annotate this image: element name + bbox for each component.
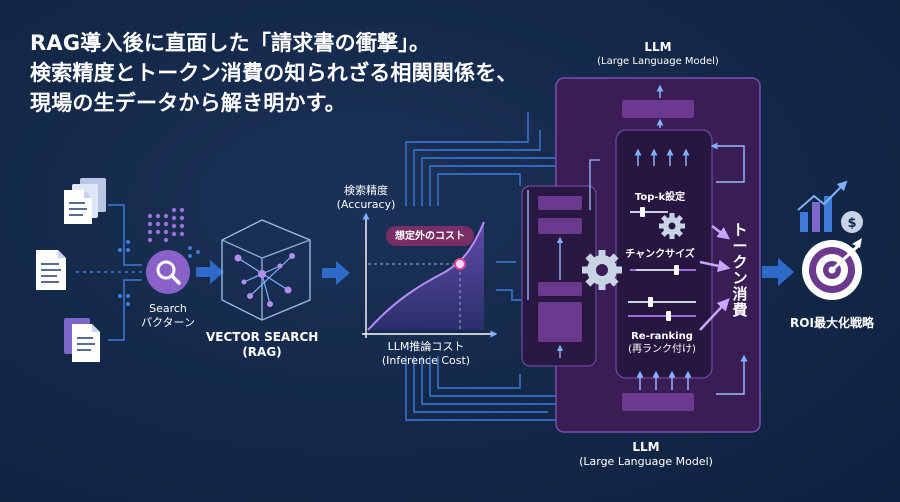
circuit-lines [405,112,600,421]
roi-label: ROI最大化戦略 [790,316,874,330]
gear-icon [659,213,685,239]
token-char: ン [732,269,748,287]
dot-matrix [118,207,200,306]
llm-bottom-line-1: LLM [632,440,660,454]
search-label-line-1: Search [149,302,187,315]
document-icon [64,318,100,362]
curve-chart [362,212,498,338]
llm-panel [521,77,761,433]
cube-network-icon [221,219,311,321]
document-icon [36,250,66,290]
x-axis-label-line-1: LLM推論コスト [387,340,465,353]
vector-search-label: VECTOR SEARCH (RAG) [206,330,318,360]
gear-icon [582,250,622,290]
search-label: Search パクターン [128,302,208,330]
doc-connectors [76,204,142,341]
token-char: ト [732,221,748,239]
target-icon [802,238,862,300]
vector-search-line-1: VECTOR SEARCH [206,330,319,344]
reranking-line-2: (再ランク付け) [628,344,696,355]
arrow-right-icon [322,261,350,285]
arrow-right-icon [762,258,794,286]
token-arrows [699,225,731,331]
dollar-coin-icon: $ [841,211,863,233]
vector-search-line-2: (RAG) [242,345,282,359]
document-icon [64,178,106,224]
headline-line-3: 現場の生データから解き明かす。 [30,91,346,115]
unexpected-cost-callout: 想定外のコスト [395,231,465,242]
headline-line-1: RAG導入後に直面した「請求書の衝撃」。 [30,31,431,55]
x-axis-label: LLM推論コスト (Inference Cost) [376,340,476,368]
y-axis-label-line-2: (Accuracy) [336,198,396,211]
bar-chart-icon [797,180,848,232]
token-char: ク [732,253,748,271]
llm-bottom-label: LLM (Large Language Model) [568,440,724,469]
arrow-right-icon [196,260,224,284]
token-consumption-vertical: ト ー ク ン 消 費 [730,222,750,318]
llm-top-label: LLM (Large Language Model) [586,40,730,68]
token-char: ー [732,237,748,255]
y-axis-label-line-1: 検索精度 [344,184,388,197]
llm-top-line-1: LLM [644,40,672,54]
search-icon [146,250,190,294]
headline: RAG導入後に直面した「請求書の衝撃」。 検索精度とトークン消費の知られざる相関… [30,28,518,118]
slider-icon [628,207,696,321]
x-axis-label-line-2: (Inference Cost) [381,354,471,367]
reranking-label: Re-ranking (再ランク付け) [622,330,702,356]
reranking-line-1: Re-ranking [631,331,693,342]
token-char: 消 [732,285,748,303]
topk-label: Top-k設定 [634,192,686,203]
llm-bottom-line-2: (Large Language Model) [579,455,713,468]
headline-line-2: 検索精度とトークン消費の知られざる相関関係を、 [30,61,518,85]
search-label-line-2: パクターン [140,316,195,329]
y-axis-label: 検索精度 (Accuracy) [330,184,402,212]
svg-text:$: $ [847,216,856,231]
chunk-size-label: チャンクサイズ [625,249,695,260]
llm-top-line-2: (Large Language Model) [597,56,719,67]
token-char: 費 [732,301,748,319]
